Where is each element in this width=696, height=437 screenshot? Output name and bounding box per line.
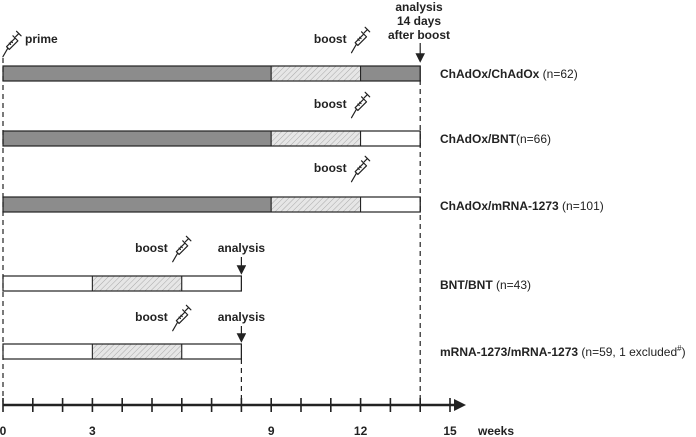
- row-name-bold: mRNA-1273/mRNA-1273: [440, 345, 578, 359]
- boost-syringe-icon: [350, 155, 371, 183]
- bar-segment-empty: [181, 343, 242, 360]
- row-name: mRNA-1273/mRNA-1273 (n=59, 1 excluded#): [440, 344, 686, 359]
- boost-label: boost: [135, 310, 168, 324]
- axis-weeks-label: weeks: [477, 424, 514, 437]
- axis-tick-label: 12: [354, 424, 368, 437]
- row-name-rest: (n=59, 1 excluded: [578, 345, 677, 359]
- analysis-14-line2: 14 days: [397, 14, 441, 28]
- bar-segment-primed: [2, 130, 272, 147]
- row-name-sup: #: [677, 344, 682, 353]
- boost-syringe-icon: [172, 235, 192, 263]
- boost-label: boost: [314, 161, 347, 175]
- row-name-bold: ChAdOx/mRNA-1273: [440, 199, 559, 213]
- row-name-rest: (n=66): [516, 132, 551, 146]
- row-name-bold: ChAdOx/BNT: [440, 132, 517, 146]
- boost-syringe-icon: [350, 26, 371, 54]
- bar-segment-empty: [360, 130, 421, 147]
- bar-segment-empty: [2, 343, 93, 360]
- boost-label: boost: [314, 97, 347, 111]
- boost-syringe-icon: [350, 91, 371, 119]
- row-name-rest: (n=43): [493, 278, 531, 292]
- analysis-label: analysis: [218, 241, 266, 255]
- analysis-14-line1: analysis: [395, 0, 443, 14]
- row-name-bold: ChAdOx/ChAdOx: [440, 67, 540, 81]
- row-name-rest: (n=62): [539, 67, 577, 81]
- axis-tick-label: 15: [443, 424, 457, 437]
- bar-segment-empty: [360, 196, 421, 213]
- row-name-close: ): [682, 345, 686, 359]
- bar-segment-boost: [270, 65, 362, 82]
- row-name: ChAdOx/ChAdOx (n=62): [440, 67, 578, 81]
- bar-outline: [2, 65, 421, 82]
- bar-segment-empty: [181, 275, 242, 292]
- bar-segment-boost: [270, 196, 362, 213]
- bar-segment-boost: [91, 343, 183, 360]
- axis-tick-label: 3: [89, 424, 96, 437]
- boost-label: boost: [314, 32, 347, 46]
- analysis-14-annotation: analysis 14 days after boost: [388, 0, 450, 42]
- analysis-14-line3: after boost: [388, 28, 450, 42]
- guides-layer: [2, 43, 426, 402]
- analysis-label: analysis: [218, 310, 266, 324]
- bar-segment-boost: [270, 130, 362, 147]
- boost-syringe-icon: [172, 304, 192, 332]
- row-name-bold: BNT/BNT: [440, 278, 493, 292]
- prime-syringe-icon: [2, 30, 22, 58]
- weeks-axis: weeks 0 3 9 12 15: [0, 398, 514, 437]
- row-name: ChAdOx/BNT(n=66): [440, 132, 551, 146]
- timeline-row: boost analysis mRNA-1273/mRNA-1273 (n=59, …: [2, 304, 686, 360]
- axis-tick-label: 0: [0, 424, 7, 437]
- bar-segment-empty: [2, 275, 93, 292]
- prime-label: prime: [25, 32, 58, 46]
- boost-label: boost: [135, 241, 168, 255]
- row-name: BNT/BNT (n=43): [440, 278, 531, 292]
- prime-annotation: prime: [2, 30, 58, 58]
- row-name: ChAdOx/mRNA-1273 (n=101): [440, 199, 604, 213]
- bar-segment-primed: [2, 196, 272, 213]
- bar-outline: [2, 343, 242, 360]
- bar-segment-primed: [360, 65, 421, 82]
- axis-tick-label: 9: [268, 424, 275, 437]
- bar-segment-boost: [91, 275, 183, 292]
- bar-segment-primed: [2, 65, 272, 82]
- axis-arrowhead: [454, 399, 466, 411]
- row-name-rest: (n=101): [559, 199, 604, 213]
